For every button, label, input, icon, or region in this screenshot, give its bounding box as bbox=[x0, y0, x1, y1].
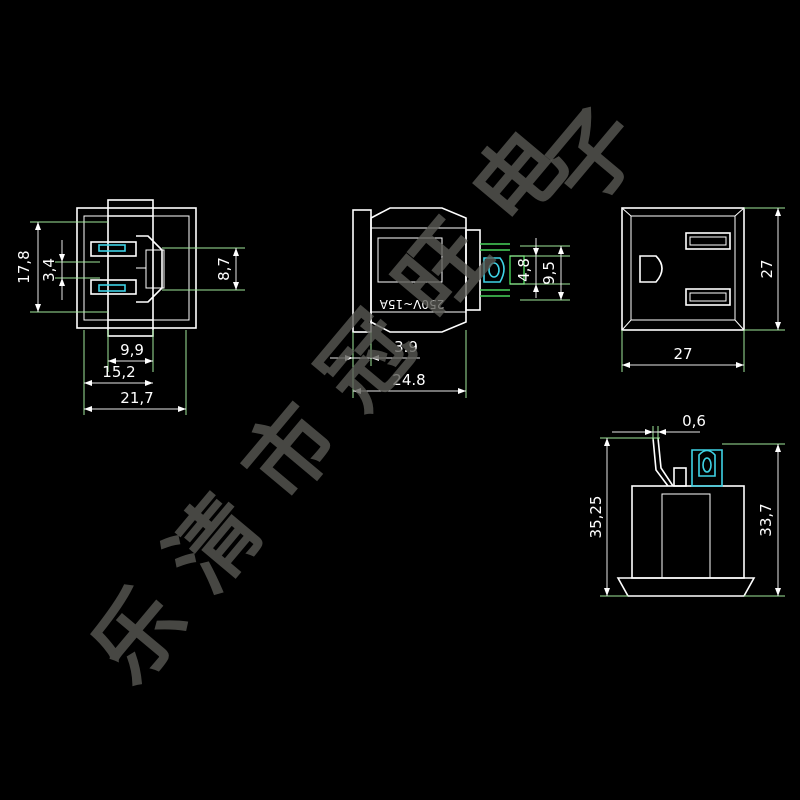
watermark-char: 乐 bbox=[71, 569, 206, 703]
side-pin-4-8-label: 4,8 bbox=[515, 258, 533, 282]
front-w3-label: 21,7 bbox=[120, 389, 153, 407]
watermark-char: 市 bbox=[223, 386, 358, 520]
watermark-char: 冠 bbox=[299, 294, 434, 428]
rear-tab-label: 0,6 bbox=[682, 412, 706, 430]
rear-h1-label: 35,25 bbox=[587, 496, 605, 539]
front-w1-label: 9,9 bbox=[120, 341, 144, 359]
front-inner-label: 8,7 bbox=[215, 257, 233, 281]
top-height-label: 27 bbox=[758, 259, 776, 278]
side-24-8-label: 24.8 bbox=[392, 371, 425, 389]
watermark-char: 清 bbox=[147, 477, 282, 611]
top-view: 27 27 bbox=[621, 207, 785, 372]
rear-view: 0,6 35,25 33,7 bbox=[587, 412, 785, 597]
front-pin-gap-label: 3,4 bbox=[40, 258, 58, 282]
side-pin-9-5-label: 9,5 bbox=[540, 261, 558, 285]
rear-h2-label: 33,7 bbox=[757, 503, 775, 536]
front-w2-label: 15,2 bbox=[102, 363, 135, 381]
watermark-char: 旺 bbox=[375, 203, 510, 337]
side-3-9-label: 3.9 bbox=[394, 338, 418, 356]
front-view: 17,8 3,4 8,7 9,9 15,2 21,7 bbox=[15, 199, 245, 415]
front-height-label: 17,8 bbox=[15, 250, 33, 283]
side-rating-label: 250V~15A bbox=[379, 297, 444, 311]
side-view: 250V~15A 4,8 9,5 3.9 24.8 bbox=[330, 207, 570, 398]
watermark: 乐 清 市 冠 旺 电 子 bbox=[71, 89, 662, 703]
top-width-label: 27 bbox=[673, 345, 692, 363]
